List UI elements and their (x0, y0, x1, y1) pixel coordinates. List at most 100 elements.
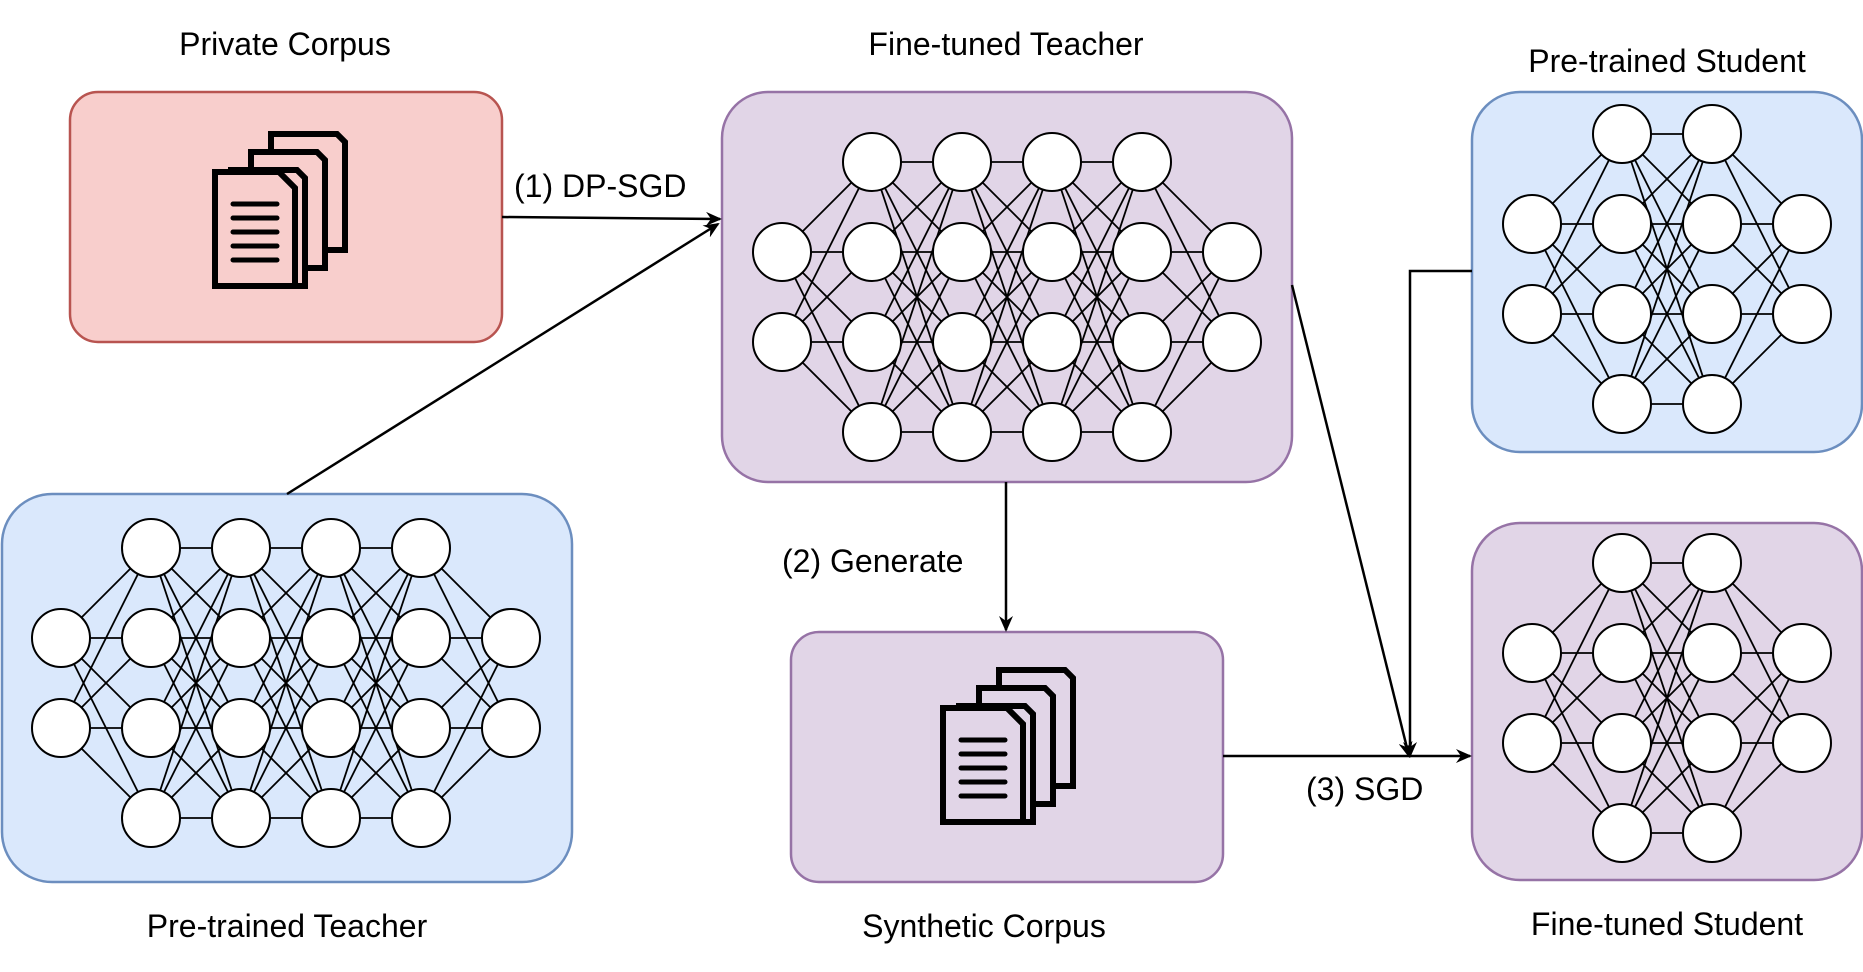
fine-tuned-student-box (1470, 521, 1863, 882)
generate-label: (2) Generate (782, 543, 963, 579)
network-connection (240, 547, 332, 819)
network-node (1022, 222, 1082, 282)
network-connection (961, 251, 1053, 433)
network-node (842, 312, 902, 372)
network-node (1592, 533, 1652, 593)
network-connection (1711, 652, 1803, 834)
network-node (121, 518, 181, 578)
network-connection (1531, 133, 1623, 315)
network-node (1112, 312, 1172, 372)
network-connection (150, 547, 242, 729)
network-connection (330, 637, 422, 819)
network-connection (1141, 251, 1233, 433)
network-node (1682, 194, 1742, 254)
network-node (1682, 533, 1742, 593)
network-node (211, 698, 271, 758)
network-connection (1051, 161, 1143, 433)
network-node (121, 698, 181, 758)
network-node (1592, 194, 1652, 254)
network-node (211, 788, 271, 848)
network-node (301, 788, 361, 848)
network-node (301, 608, 361, 668)
network-node (391, 788, 451, 848)
pretrained-student-title: Pre-trained Student (1528, 43, 1806, 79)
network-node (211, 518, 271, 578)
dp-sgd-arrow (501, 211, 722, 226)
network-node (1592, 374, 1652, 434)
network-node (391, 698, 451, 758)
network-node (1772, 713, 1832, 773)
network-node (932, 312, 992, 372)
network-node (1502, 194, 1562, 254)
network-node (1202, 222, 1262, 282)
network-node (932, 132, 992, 192)
network-node (1502, 713, 1562, 773)
fine-tuned-teacher-title: Fine-tuned Teacher (868, 26, 1143, 62)
network-node (842, 132, 902, 192)
network-node (752, 222, 812, 282)
network-node (1592, 803, 1652, 863)
network-connection (330, 547, 422, 729)
network-connection (150, 547, 242, 819)
network-node (1592, 623, 1652, 683)
network-node (391, 518, 451, 578)
network-node (1112, 222, 1172, 282)
network-node (1682, 623, 1742, 683)
network-node (1112, 132, 1172, 192)
network-connection (60, 547, 152, 729)
network-connection (420, 637, 512, 819)
network-node (1682, 803, 1742, 863)
pretrained-teacher-title: Pre-trained Teacher (147, 908, 428, 944)
network-connection (871, 251, 963, 433)
network-node (211, 608, 271, 668)
network-node (391, 608, 451, 668)
fine-tuned-teacher-network (752, 132, 1262, 462)
network-node (1682, 713, 1742, 773)
network-node (1592, 284, 1652, 344)
network-node (1022, 132, 1082, 192)
fine-tuned-student-title: Fine-tuned Student (1531, 906, 1803, 942)
network-connection (1711, 223, 1803, 405)
network-connection (1621, 223, 1713, 405)
network-node (121, 608, 181, 668)
network-connection (871, 161, 963, 343)
network-connection (240, 547, 332, 729)
network-connection (330, 547, 422, 819)
network-node (1592, 104, 1652, 164)
network-node (481, 698, 541, 758)
network-node (1592, 713, 1652, 773)
network-node (842, 402, 902, 462)
network-node (1682, 104, 1742, 164)
network-node (1772, 194, 1832, 254)
network-node (1202, 312, 1262, 372)
private-corpus-title: Private Corpus (179, 26, 391, 62)
network-connection (240, 637, 332, 819)
teacher-to-student-arrow (1290, 284, 1413, 758)
network-connection (1051, 251, 1143, 433)
network-node (1022, 402, 1082, 462)
network-connection (1621, 133, 1713, 405)
network-connection (1621, 562, 1713, 834)
sgd-label: (3) SGD (1306, 771, 1423, 807)
network-node (1772, 623, 1832, 683)
network-connection (871, 161, 963, 433)
network-connection (1621, 652, 1713, 834)
network-connection (150, 637, 242, 819)
pretrained-teacher-network (31, 518, 541, 848)
network-connection (1051, 161, 1143, 343)
pretrained-student-arrow (1403, 269, 1472, 758)
network-node (481, 608, 541, 668)
network-node (932, 222, 992, 282)
network-connection (1621, 133, 1713, 315)
network-node (1502, 623, 1562, 683)
network-node (752, 312, 812, 372)
network-node (121, 788, 181, 848)
fine-tuned-teacher-box (720, 90, 1294, 484)
network-node (932, 402, 992, 462)
network-connection (1621, 562, 1713, 744)
network-node (1022, 312, 1082, 372)
documents-icon (212, 131, 348, 289)
network-connection (781, 161, 873, 343)
pretrained-teacher-arrow (286, 222, 720, 496)
